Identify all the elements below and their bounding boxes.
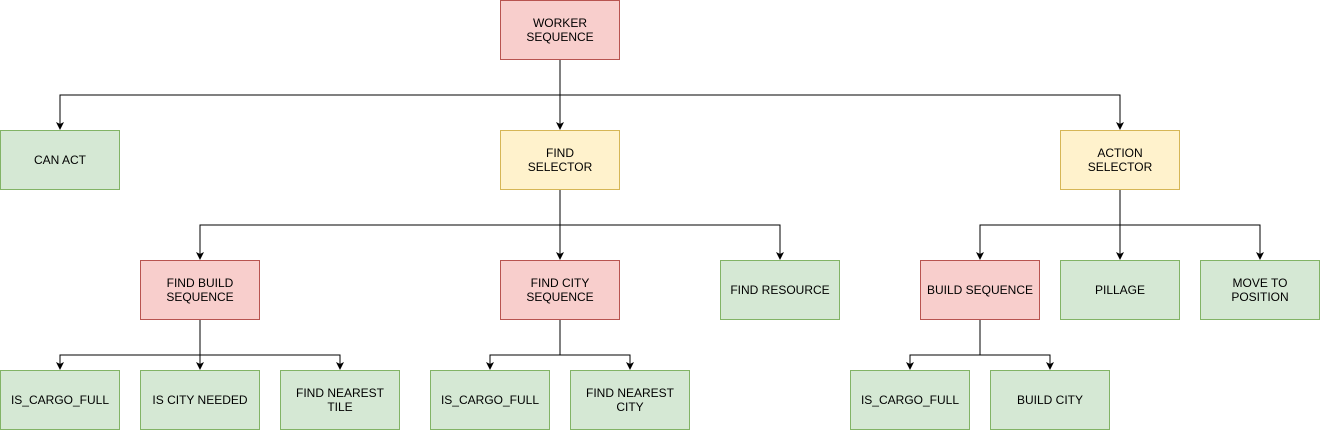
edge-find-city-sequence-to-is-cargo-full-2 (486, 320, 561, 370)
edge-find-selector-to-find-build-sequence (196, 190, 561, 260)
edge-worker-sequence-to-can-act (56, 60, 561, 130)
node-can-act: CAN ACT (0, 130, 120, 190)
edge-find-city-sequence-to-find-nearest-city (559, 320, 634, 370)
edge-action-selector-to-build-sequence (976, 190, 1121, 260)
node-worker-sequence: WORKER SEQUENCE (500, 0, 620, 60)
node-pillage: PILLAGE (1060, 260, 1180, 320)
node-find-resource: FIND RESOURCE (720, 260, 840, 320)
node-is-cargo-full-2: IS_CARGO_FULL (430, 370, 550, 430)
edge-action-selector-to-move-to-position (1119, 190, 1264, 260)
edge-worker-sequence-to-action-selector (559, 60, 1124, 130)
node-find-nearest-city: FIND NEAREST CITY (570, 370, 690, 430)
node-find-selector: FIND SELECTOR (500, 130, 620, 190)
edge-find-build-sequence-to-is-cargo-full-1 (56, 320, 201, 370)
node-is-city-needed: IS CITY NEEDED (140, 370, 260, 430)
node-action-selector: ACTION SELECTOR (1060, 130, 1180, 190)
edge-build-sequence-to-build-city (979, 320, 1054, 370)
node-move-to-position: MOVE TO POSITION (1200, 260, 1320, 320)
edge-find-build-sequence-to-find-nearest-tile (199, 320, 344, 370)
node-is-cargo-full-1: IS_CARGO_FULL (0, 370, 120, 430)
node-is-cargo-full-3: IS_CARGO_FULL (850, 370, 970, 430)
node-build-city: BUILD CITY (990, 370, 1110, 430)
edge-build-sequence-to-is-cargo-full-3 (906, 320, 981, 370)
edge-find-selector-to-find-resource (559, 190, 784, 260)
node-find-build-sequence: FIND BUILD SEQUENCE (140, 260, 260, 320)
node-build-sequence: BUILD SEQUENCE (920, 260, 1040, 320)
node-find-nearest-tile: FIND NEAREST TILE (280, 370, 400, 430)
node-find-city-sequence: FIND CITY SEQUENCE (500, 260, 620, 320)
